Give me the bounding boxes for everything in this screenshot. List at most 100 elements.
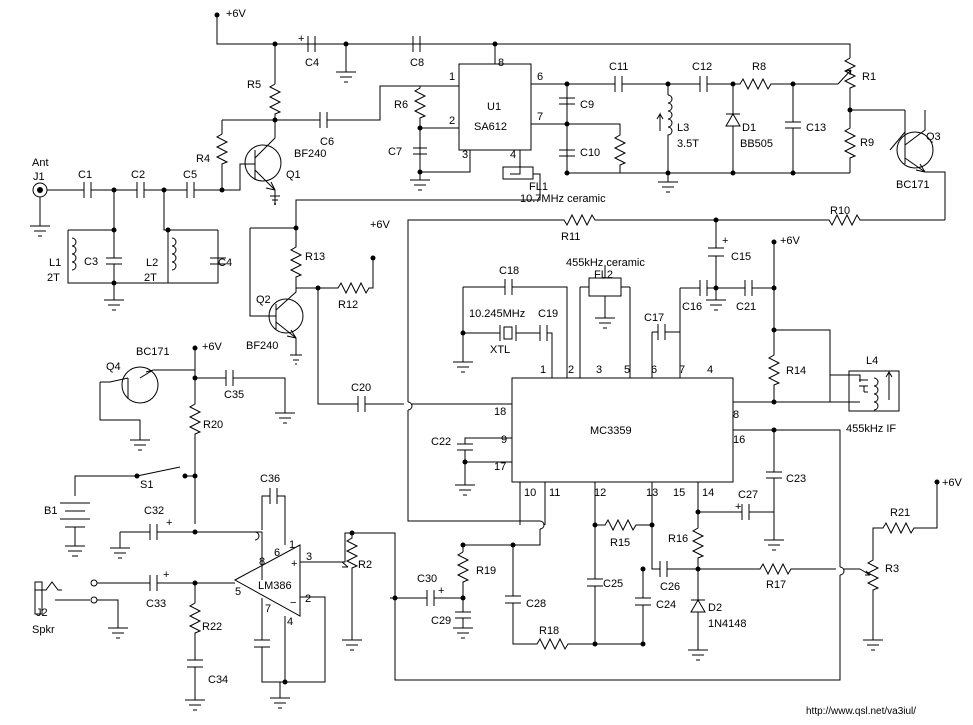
r18-label: R18	[539, 625, 559, 637]
c9-label: C9	[580, 99, 594, 111]
c20-label: C20	[351, 382, 371, 394]
mc-pin-10: 10	[524, 487, 536, 499]
mc-pin-1: 1	[540, 364, 546, 376]
q1-part: BF240	[294, 148, 326, 160]
q4-ref: Q4	[106, 361, 121, 373]
vcc-label-top: +6V	[226, 8, 247, 20]
xtl-freq: 10.245MHz	[469, 308, 525, 320]
l4-desc: 455kHz IF	[846, 423, 896, 435]
mc-pin-12: 12	[594, 487, 606, 499]
c1-label: C1	[78, 169, 92, 181]
mc-pin-6: 6	[651, 364, 657, 376]
c23-label: C23	[786, 473, 806, 485]
vcc-label-audio: +6V	[202, 341, 223, 353]
u1-pin-7: 7	[537, 111, 543, 123]
lm-plus: +	[291, 558, 297, 570]
mc-pin-3: 3	[596, 364, 602, 376]
lm-minus: −	[290, 597, 296, 609]
l2-ref: L2	[146, 257, 158, 269]
q3-part: BC171	[896, 179, 930, 191]
l1-val: 2T	[47, 272, 60, 284]
c7-label: C7	[388, 146, 402, 158]
q2-ref: Q2	[256, 294, 271, 306]
mc-pin-18: 18	[494, 406, 506, 418]
l1-ref: L1	[49, 257, 61, 269]
mc-pin-7: 7	[679, 364, 685, 376]
c6-label: C6	[320, 136, 334, 148]
wiring	[30, 17, 946, 711]
c4-lower-label: C4	[218, 257, 232, 269]
c32-plus: +	[166, 517, 172, 529]
mc-pin-13: 13	[646, 487, 658, 499]
c15-label: C15	[731, 251, 751, 263]
q3-ref: Q3	[926, 131, 941, 143]
c18-label: C18	[499, 265, 519, 277]
c30-plus: +	[438, 585, 444, 597]
c29-label: C29	[431, 615, 451, 627]
r1-label: R1	[862, 71, 876, 83]
r10-label: R10	[830, 205, 850, 217]
j1-label: J1	[33, 171, 45, 183]
fl1-ref: FL1	[529, 181, 548, 193]
c33-plus: +	[163, 569, 169, 581]
fl2-desc: 455kHz ceramic	[566, 257, 645, 269]
lm-pin-3: 3	[306, 551, 312, 563]
u1-pin-4: 4	[510, 149, 516, 161]
c36-label: C36	[260, 473, 280, 485]
ant-label: Ant	[32, 157, 49, 169]
c12-label: C12	[692, 61, 712, 73]
labels: +6V +6V +6V +6V +6V C4 + C8 R5 R4 C6 BF2…	[32, 8, 963, 717]
r19-label: R19	[476, 565, 496, 577]
lm-pin-2: 2	[305, 593, 311, 605]
c15-plus: +	[722, 235, 728, 247]
d2-ref: D2	[708, 602, 722, 614]
d1-ref: D1	[742, 122, 756, 134]
r17-label: R17	[766, 579, 786, 591]
l3-ref: L3	[677, 122, 689, 134]
l4-ref: L4	[866, 355, 878, 367]
lm-pin-6: 6	[274, 547, 280, 559]
lm-pin-1: 1	[289, 539, 295, 551]
mc-pin-14: 14	[702, 487, 714, 499]
mc-pin-11: 11	[549, 487, 560, 499]
mc-pin-15: 15	[673, 487, 685, 499]
c35-label: C35	[224, 389, 244, 401]
c28-label: C28	[526, 598, 546, 610]
c32-label: C32	[144, 505, 164, 517]
c3-label: C3	[84, 256, 98, 268]
c24-label: C24	[656, 599, 676, 611]
vcc-label-r21: +6V	[942, 477, 963, 489]
r20-label: R20	[203, 419, 223, 431]
lm-pin-8: 8	[259, 556, 265, 568]
r15-label: R15	[610, 537, 630, 549]
xtl-ref: XTL	[490, 344, 510, 356]
u1-pin-3: 3	[462, 149, 468, 161]
c33-label: C33	[146, 598, 166, 610]
c16-label: C16	[682, 301, 702, 313]
j2-label: J2	[36, 607, 48, 619]
fl1-desc: 10.7MHz ceramic	[520, 193, 606, 205]
lm-pin-4: 4	[287, 616, 293, 628]
c17-label: C17	[644, 312, 664, 324]
d2-part: 1N4148	[708, 618, 747, 630]
u1-pin-1: 1	[449, 71, 455, 83]
mc-pin-17: 17	[494, 461, 506, 473]
b1-label: B1	[44, 505, 57, 517]
footer-url: http://www.qsl.net/va3iul/	[806, 706, 916, 717]
c30-label: C30	[417, 573, 437, 585]
c4-plus: +	[298, 33, 304, 45]
c27-label: C27	[738, 489, 758, 501]
c22-label: C22	[431, 436, 451, 448]
r9-label: R9	[860, 137, 874, 149]
u1-pin-6: 6	[537, 71, 543, 83]
c27-plus: +	[735, 501, 741, 513]
r8-label: R8	[752, 61, 766, 73]
c13-label: C13	[806, 122, 826, 134]
r3-label: R3	[885, 563, 899, 575]
mc-pin-16: 16	[733, 434, 745, 446]
d1-part: BB505	[740, 138, 773, 150]
c8-label: C8	[410, 57, 424, 69]
c19-label: C19	[538, 308, 558, 320]
mc3359-part: MC3359	[590, 425, 632, 437]
